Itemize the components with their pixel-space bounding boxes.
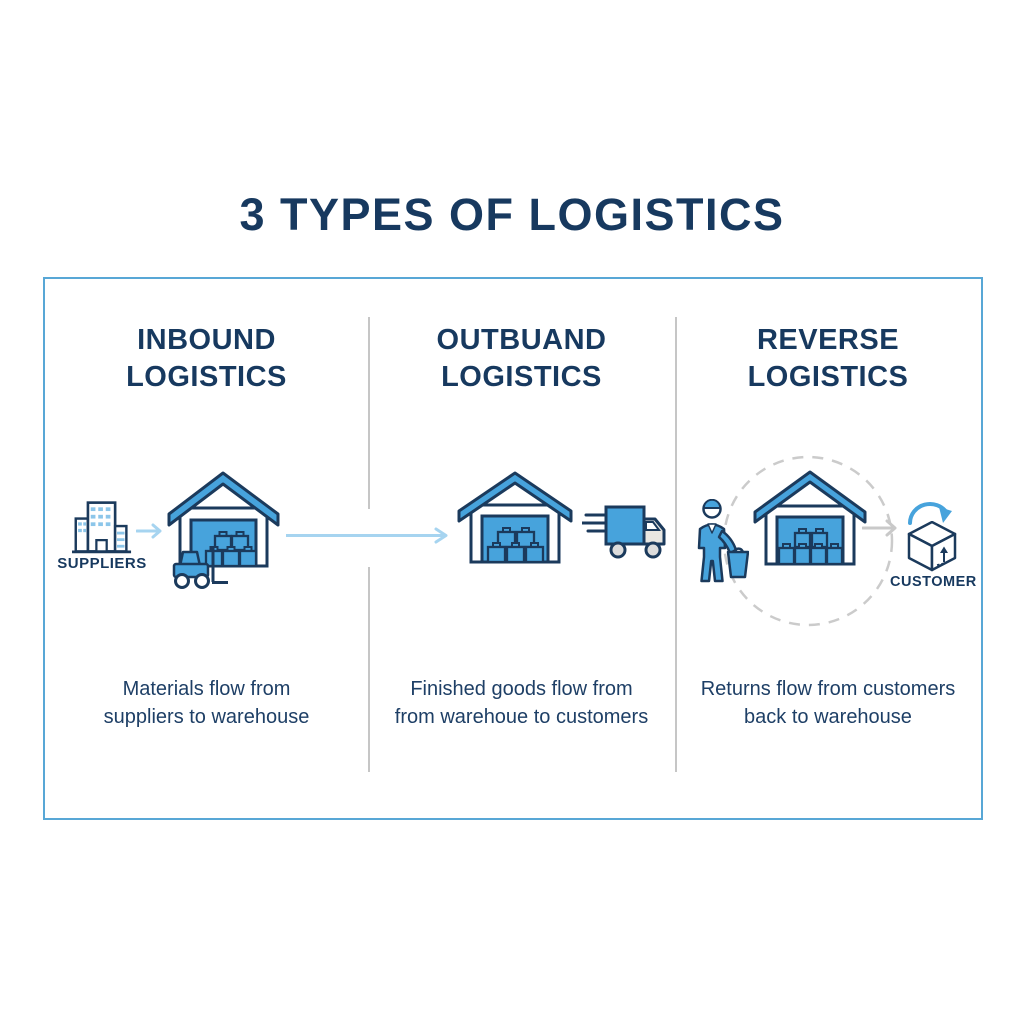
suppliers-label: SUPPLIERS	[57, 555, 147, 572]
speed-lines	[582, 513, 610, 533]
inbound-heading: INBOUND LOGISTICS	[126, 324, 287, 393]
person-hat	[702, 499, 722, 509]
return-curved-arrow-icon	[908, 502, 952, 525]
column-divider-1-top	[368, 317, 370, 509]
building-windows	[78, 507, 125, 548]
reverse-heading: REVERSE LOGISTICS	[747, 324, 909, 393]
gray-arrow-icon	[862, 519, 897, 537]
outbound-heading: OUTBUAND LOGISTICS	[436, 324, 607, 393]
delivery-truck-icon	[582, 505, 666, 559]
shirt-collar	[707, 523, 717, 534]
customer-label: CUSTOMER	[890, 574, 977, 590]
transfer-arrow-icon	[286, 527, 448, 544]
outbound-caption: Finished goods flow from from warehoue t…	[394, 678, 649, 728]
forklift-icon	[172, 546, 228, 589]
warehouse-roof	[167, 471, 280, 527]
reverse-caption: Returns flow from customers back to ware…	[700, 678, 956, 728]
column-divider-1-bottom	[368, 567, 370, 772]
page-title: 3 TYPES OF LOGISTICS	[239, 189, 785, 240]
warehouse-icon	[753, 470, 867, 566]
inbound-caption: Materials flow from suppliers to warehou…	[103, 678, 310, 728]
warehouse-roof	[457, 471, 573, 523]
fragile-arrow-mark	[936, 546, 948, 566]
flow-arrow-icon	[136, 523, 162, 539]
suppliers-building-icon	[72, 501, 132, 554]
warehouse-roof	[753, 470, 867, 524]
package-box-icon	[907, 521, 957, 572]
warehouse-icon	[457, 471, 573, 564]
person-shopper-icon	[697, 499, 749, 583]
warehouse-boxes	[777, 528, 844, 566]
shopping-bag	[726, 550, 749, 579]
warehouse-boxes	[486, 527, 545, 564]
warehouse-forklift-icon	[167, 471, 280, 589]
column-divider-2	[675, 317, 677, 772]
